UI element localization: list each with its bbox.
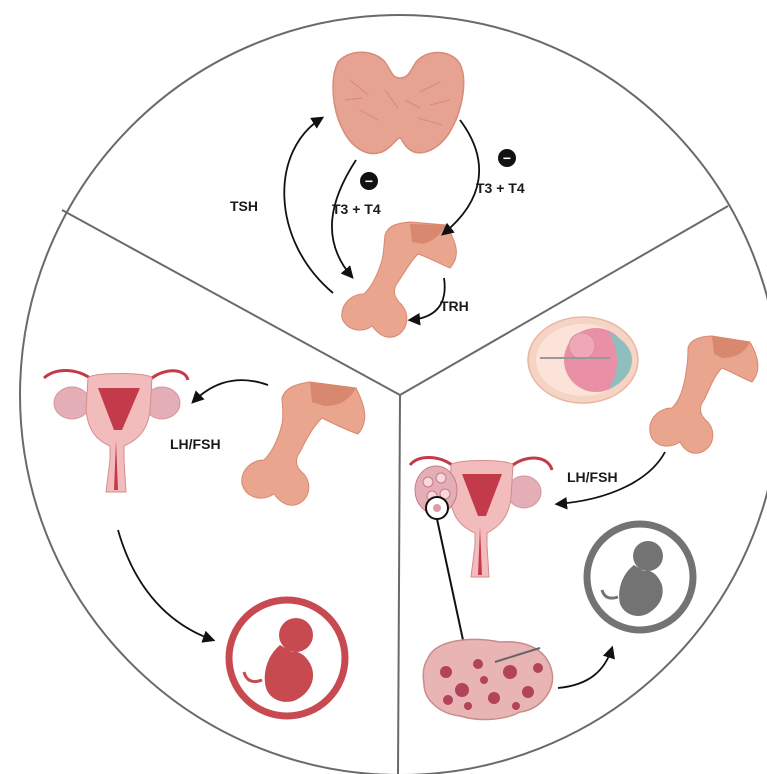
fetus-red-icon bbox=[229, 600, 345, 716]
t3t4-inner-arrow bbox=[332, 160, 356, 277]
fetus-grey-icon bbox=[587, 524, 693, 630]
t3t4-left-label: T3 + T4 bbox=[332, 201, 381, 217]
magnify-line bbox=[437, 519, 463, 640]
trh-label: TRH bbox=[440, 298, 469, 314]
uterus-right-icon bbox=[410, 458, 552, 578]
t3t4-outer-arrow bbox=[443, 120, 479, 234]
inhibit-badge-right: − bbox=[498, 149, 516, 167]
inhibit-badge-left: − bbox=[360, 172, 378, 190]
lhfsh-right-label: LH/FSH bbox=[567, 469, 618, 485]
ovary-tissue-icon bbox=[423, 639, 552, 719]
divider-bottom bbox=[398, 395, 400, 774]
pituitary-top-icon bbox=[342, 222, 457, 337]
ivf-egg-icon bbox=[528, 317, 638, 403]
uterus-left-icon bbox=[44, 371, 188, 493]
svg-text:−: − bbox=[365, 173, 373, 189]
pituitary-right-icon bbox=[650, 336, 758, 453]
thyroid-gland-icon bbox=[333, 52, 464, 153]
t3t4-right-label: T3 + T4 bbox=[476, 180, 525, 196]
tsh-label: TSH bbox=[230, 198, 258, 214]
conception-arrow-right bbox=[558, 648, 612, 688]
svg-text:−: − bbox=[503, 150, 511, 166]
lhfsh-left-label: LH/FSH bbox=[170, 436, 221, 452]
conception-arrow-left bbox=[118, 530, 213, 640]
lhfsh-left-arrow bbox=[193, 380, 268, 402]
tsh-arrow bbox=[284, 118, 333, 293]
pituitary-left-icon bbox=[242, 382, 365, 505]
